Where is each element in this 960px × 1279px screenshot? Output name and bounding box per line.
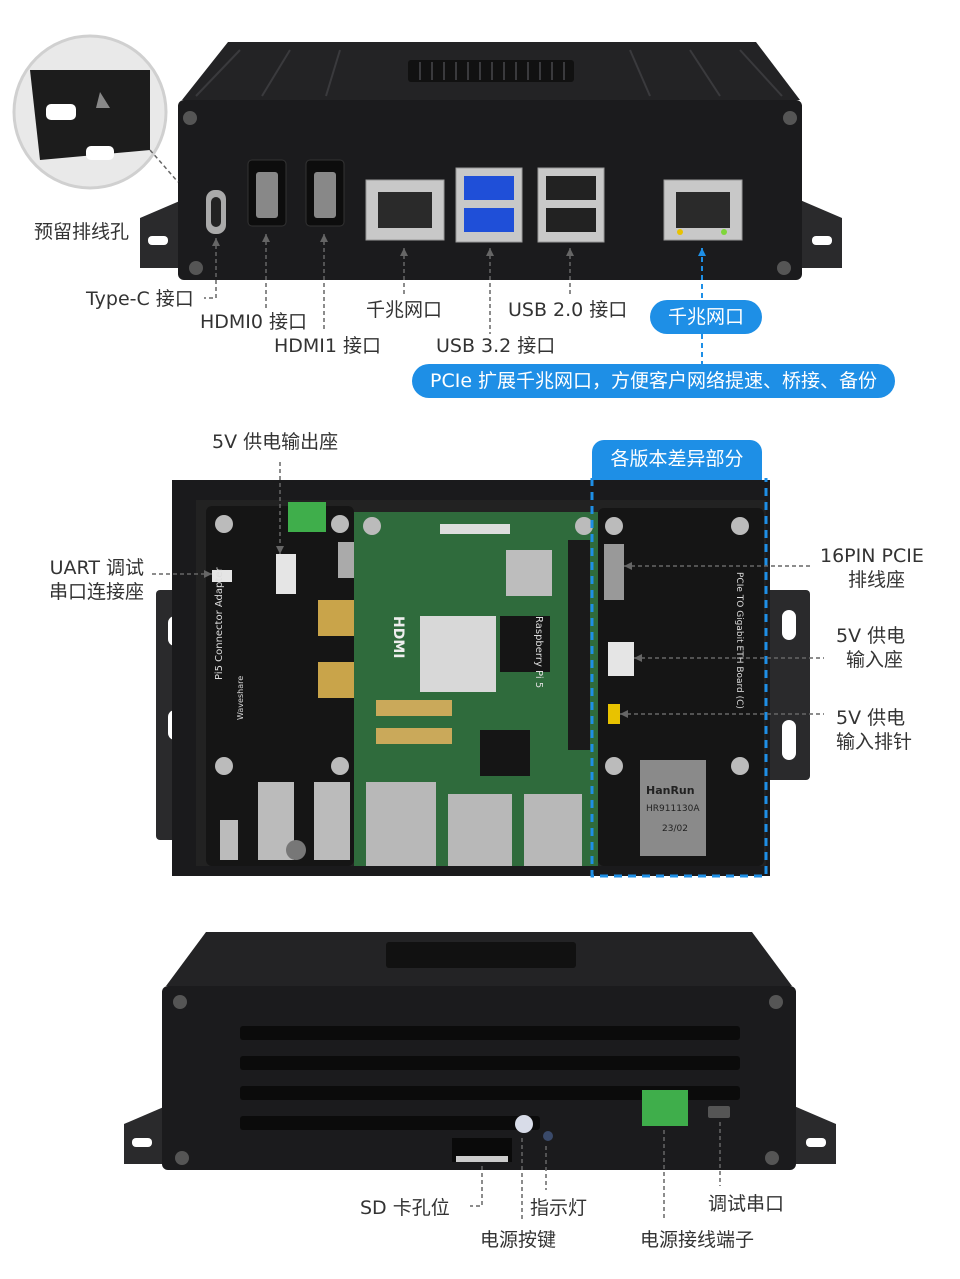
indicator-label: 指示灯 [530,1197,588,1219]
hdmi1-label: HDMI1 接口 [274,335,382,357]
eth-board-silk: PCIe TO Gigabit ETH Board (C) [734,572,744,709]
pcie16-label-line1: 16PIN PCIE [820,545,924,567]
hr-date-silk: 23/02 [662,824,688,834]
power-out-label: 5V 供电输出座 [212,431,339,453]
adapter-silk: Pi5 Connector Adapter [214,567,225,680]
hdmi0-label: HDMI0 接口 [200,311,308,333]
brand-silk: Waveshare [236,675,245,720]
power-pin-label-line1: 5V 供电 [836,707,906,729]
internal-board-view: 5V 供电输出座 UART 调试 串口连接座 各版本差异部分 16PIN PCI… [0,420,960,890]
hanrun-silk: HanRun [646,784,695,797]
uart-label-line1: UART 调试 [49,557,144,579]
pcie-note-pill: PCIe 扩展千兆网口，方便客户网络提速、桥接、备份 [412,364,896,398]
power-pin-label-line2: 输入排针 [836,731,913,753]
gigabit-left-label: 千兆网口 [366,299,443,321]
rear-case-view: SD 卡孔位 电源按键 指示灯 电源接线端子 调试串口 [0,900,960,1279]
type-c-label: Type-C 接口 [86,288,194,310]
usb20-label: USB 2.0 接口 [508,299,628,321]
power-button-label: 电源按键 [480,1229,557,1251]
version-diff-tab: 各版本差异部分 [592,440,762,480]
debug-port-label: 调试串口 [708,1193,785,1215]
uart-label-line2: 串口连接座 [48,581,144,603]
pcie16-label-line2: 排线座 [848,569,906,591]
front-case-view: 预留排线孔 Type-C 接口 HDMI0 接口 HDMI1 接口 千兆网口 U… [0,0,960,400]
power-in-label-line2: 输入座 [846,649,904,671]
gigabit-right-pill: 千兆网口 [650,300,763,334]
power-terminal-label: 电源接线端子 [640,1229,755,1251]
power-in-label-line1: 5V 供电 [836,625,906,647]
hr-code-silk: HR911130A [646,804,700,814]
pi-silk: Raspberry Pi 5 [533,616,544,689]
sd-slot-label: SD 卡孔位 [360,1197,450,1219]
usb32-label: USB 3.2 接口 [436,335,556,357]
reserved-cable-hole-label: 预留排线孔 [34,221,130,243]
hdmi-silk: HDMI [390,616,406,659]
